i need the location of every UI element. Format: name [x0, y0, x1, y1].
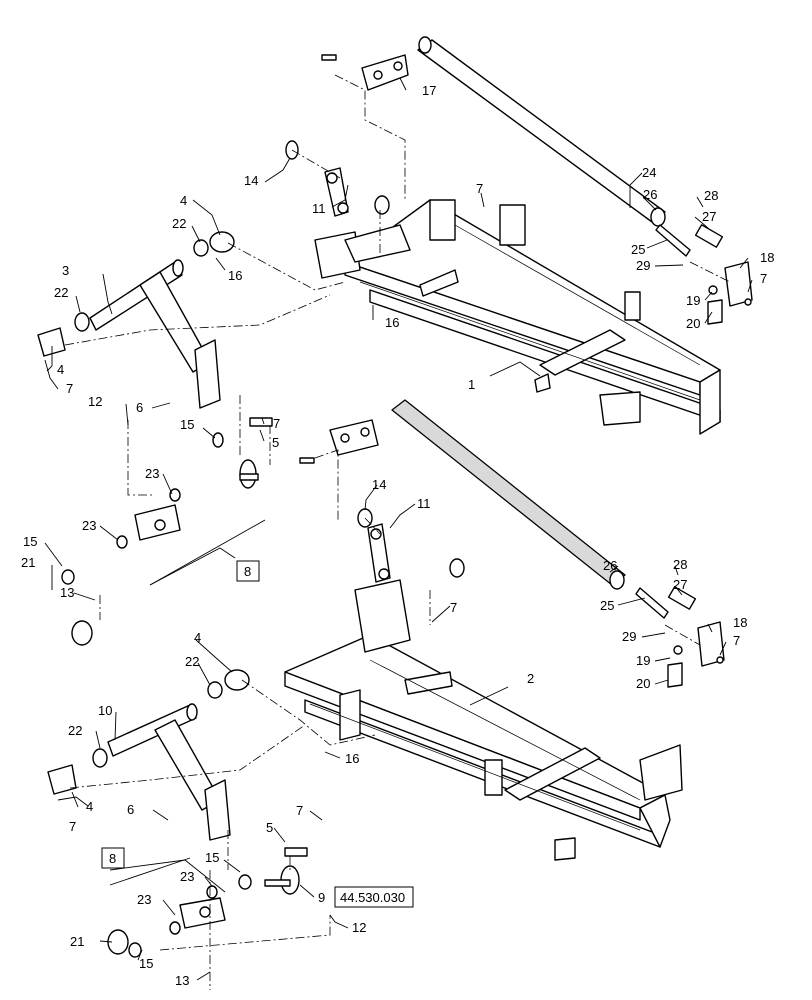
callout-22: 22: [185, 654, 199, 669]
callout-3: 3: [62, 263, 69, 278]
link-11-lower: [367, 523, 391, 583]
callout-29: 29: [636, 258, 650, 273]
callout-26: 26: [643, 187, 657, 202]
callout-27: 27: [673, 577, 687, 592]
callout-7: 7: [69, 819, 76, 834]
callout-7: 7: [450, 600, 457, 615]
callout-20: 20: [636, 676, 650, 691]
arm-3: [37, 259, 221, 409]
upper-assembly: [37, 36, 753, 646]
callout-12: 12: [88, 394, 102, 409]
callout-2: 2: [527, 671, 534, 686]
callout-15: 15: [205, 850, 219, 865]
callout-22: 22: [68, 723, 82, 738]
tube-lower: [391, 399, 626, 590]
callout-7: 7: [66, 381, 73, 396]
callout-25: 25: [631, 242, 645, 257]
callout-17: 17: [422, 83, 436, 98]
reference-code: 44.530.030: [340, 890, 405, 905]
callout-7: 7: [273, 416, 280, 431]
callout-21: 21: [70, 934, 84, 949]
callout-18: 18: [733, 615, 747, 630]
callout-15: 15: [23, 534, 37, 549]
hitch-assembly-upper: [61, 432, 259, 646]
callout-15: 15: [139, 956, 153, 971]
pin-5-upper: [249, 417, 273, 427]
callout-22: 22: [54, 285, 68, 300]
plate-17: [321, 54, 409, 91]
callout-23: 23: [180, 869, 194, 884]
link-11: [324, 167, 349, 217]
leader-lines: [44, 77, 753, 981]
callout-16: 16: [345, 751, 359, 766]
lower-assembly: [47, 399, 725, 990]
callout-11: 11: [312, 201, 326, 216]
callouts: 1 3 4 4 22 22 16 16 7 7 7 7 12 6 15 5 11…: [21, 83, 774, 988]
callout-5: 5: [272, 435, 279, 450]
frame-2: [284, 579, 683, 861]
callout-8: 8: [244, 564, 251, 579]
callout-6: 6: [127, 802, 134, 817]
reference-box-8: [101, 847, 125, 869]
pivot-4-upper: [193, 231, 235, 257]
callout-10: 10: [98, 703, 112, 718]
spring-25-upper: [655, 224, 691, 257]
frame-1: [314, 199, 721, 435]
hitch-assembly-lower: [107, 847, 308, 958]
callout-4: 4: [180, 193, 187, 208]
washer-14-lower: [357, 508, 465, 578]
callout-9: 9: [318, 890, 325, 905]
callout-20: 20: [686, 316, 700, 331]
callout-24: 24: [642, 165, 656, 180]
callout-19: 19: [636, 653, 650, 668]
washer-14: [285, 140, 390, 215]
pivot-4-lower: [207, 669, 250, 699]
plate-lower: [299, 419, 379, 464]
callout-4: 4: [194, 630, 201, 645]
callout-15: 15: [180, 417, 194, 432]
callout-28: 28: [673, 557, 687, 572]
callout-21: 21: [21, 555, 35, 570]
callout-13: 13: [60, 585, 74, 600]
callout-4: 4: [86, 799, 93, 814]
tube-24: [417, 36, 666, 227]
callout-27: 27: [702, 209, 716, 224]
callout-26: 26: [603, 558, 617, 573]
callout-23: 23: [82, 518, 96, 533]
callout-7: 7: [760, 271, 767, 286]
callout-28: 28: [704, 188, 718, 203]
bracket-18-upper: [694, 224, 753, 325]
callout-16: 16: [385, 315, 399, 330]
bracket-18-lower: [667, 586, 725, 688]
callout-18: 18: [760, 250, 774, 265]
callout-6: 6: [136, 400, 143, 415]
callout-1: 1: [468, 377, 475, 392]
callout-23: 23: [145, 466, 159, 481]
callout-14: 14: [244, 173, 258, 188]
reference-code-box: [334, 886, 414, 908]
callout-14: 14: [372, 477, 386, 492]
callout-7: 7: [733, 633, 740, 648]
spring-25-lower: [635, 587, 669, 619]
callout-16: 16: [228, 268, 242, 283]
reference-box-8: [236, 560, 260, 582]
callout-22: 22: [172, 216, 186, 231]
callout-19: 19: [686, 293, 700, 308]
callout-12: 12: [352, 920, 366, 935]
callout-7: 7: [296, 803, 303, 818]
callout-23: 23: [137, 892, 151, 907]
callout-8: 8: [109, 851, 116, 866]
callout-4: 4: [57, 362, 64, 377]
callout-11: 11: [417, 496, 431, 511]
arm-10: [47, 703, 231, 841]
callout-29: 29: [622, 629, 636, 644]
callout-25: 25: [600, 598, 614, 613]
callout-5: 5: [266, 820, 273, 835]
callout-13: 13: [175, 973, 189, 988]
callout-7: 7: [476, 181, 483, 196]
